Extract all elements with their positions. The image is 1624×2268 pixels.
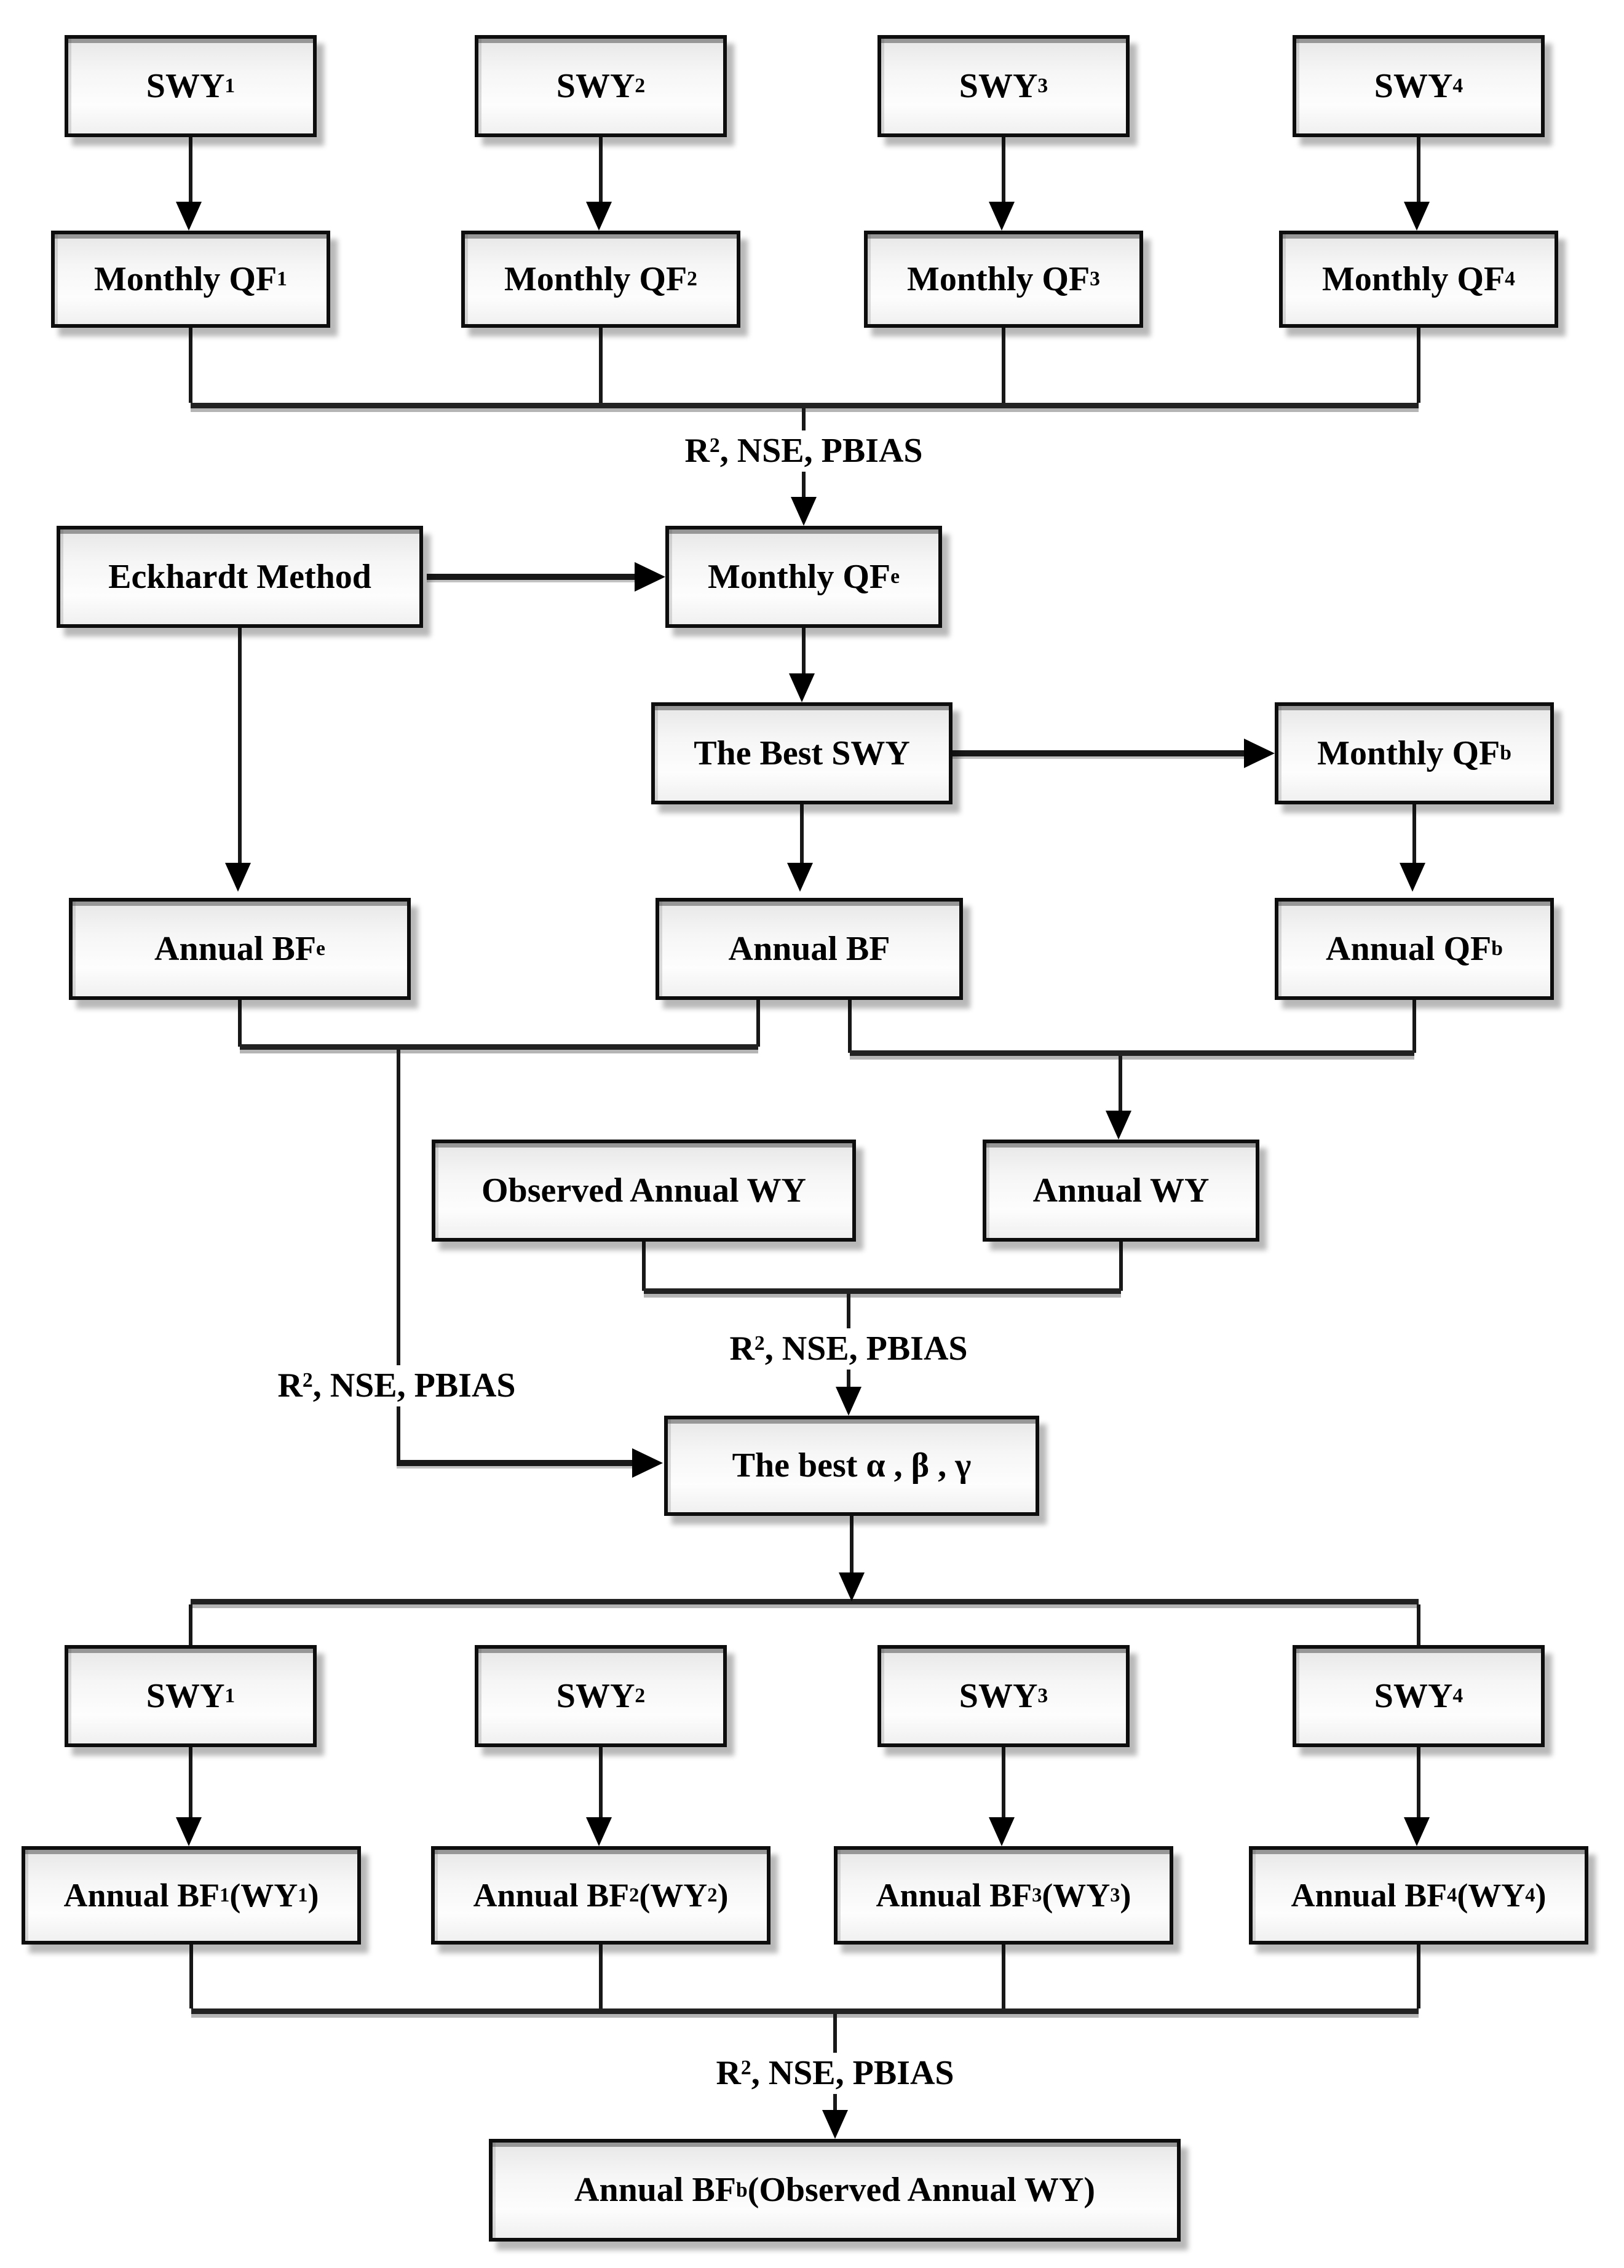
arrowhead-rightbar-annualwy <box>1106 1111 1131 1140</box>
arrowhead-leftbar-bestabg <box>632 1448 663 1478</box>
arrowhead-qfe-bestswy <box>789 673 815 702</box>
arrowhead-bestswy-qfb <box>1244 739 1275 768</box>
connector-swy2b-bf2-line <box>599 1747 603 1818</box>
riser-bf3-bar3 <box>1002 1945 1005 2008</box>
arrowhead-swy2-qf2 <box>586 202 612 231</box>
merge-bar-annual-bf <box>191 2008 1419 2014</box>
connector-eckhardt-bfe-line <box>238 628 242 863</box>
riser-bf2-bar3 <box>599 1945 603 2008</box>
arrowhead-swy4b-bf4 <box>1404 1817 1430 1846</box>
connector-leftbar-bestabg-vline <box>397 1050 400 1465</box>
metrics-label-bottom: R2, NSE, PBIAS <box>708 2053 962 2095</box>
node-observed-annual-wy: Observed Annual WY <box>432 1140 856 1242</box>
arrowhead-bar3-bfb <box>822 2110 848 2139</box>
connector-swy1-qf1-line <box>189 137 192 203</box>
tap-bf-rightbar <box>848 1000 852 1053</box>
arrowhead-swy1-qf1 <box>176 202 202 231</box>
arrowhead-bar1-qfe <box>791 497 817 526</box>
riser-qf4-bar1 <box>1417 328 1420 403</box>
metrics-label-middle: R2, NSE, PBIAS <box>722 1328 975 1370</box>
riser-qf2-bar1 <box>599 328 603 403</box>
arrowhead-eckhardt-qfe <box>635 562 665 592</box>
node-annual-bf: Annual BF <box>656 898 963 1000</box>
connector-swy2-qf2-line <box>599 137 603 203</box>
tap-observed-bar4 <box>642 1242 646 1291</box>
connector-swy1b-bf1-line <box>189 1747 192 1818</box>
connector-bestabg-bar2-line <box>850 1516 854 1574</box>
node-annual-wy: Annual WY <box>983 1140 1259 1242</box>
arrowhead-swy2b-bf2 <box>586 1817 612 1846</box>
tap-bfe-leftbar <box>238 1000 242 1047</box>
connector-bestswy-bf-line <box>800 804 804 863</box>
arrowhead-eckhardt-bfe <box>225 863 251 892</box>
drop-bar2-swy1 <box>189 1604 192 1645</box>
node-best-swy: The Best SWY <box>651 702 953 804</box>
connector-swy3-qf3-line <box>1002 137 1005 203</box>
merge-bar-wy <box>644 1288 1121 1294</box>
tap-annualwy-bar4 <box>1119 1242 1123 1291</box>
arrowhead-swy1b-bf1 <box>176 1817 202 1846</box>
tap-bf-leftbar <box>756 1000 760 1047</box>
arrowhead-bestswy-bf <box>787 863 813 892</box>
connector-swy4-qf4-line <box>1417 137 1420 203</box>
merge-bar-right <box>850 1050 1414 1056</box>
distribution-bar-swy <box>191 1599 1419 1604</box>
connector-bestswy-qfb-line <box>953 750 1245 756</box>
arrowhead-qfb-annualqfb <box>1400 863 1425 892</box>
connector-qfb-annualqfb-line <box>1412 804 1416 863</box>
arrowhead-swy3-qf3 <box>989 202 1015 231</box>
arrowhead-bar4-bestabg <box>836 1387 862 1416</box>
riser-qf1-bar1 <box>189 328 192 403</box>
riser-bf1-bar3 <box>189 1945 193 2008</box>
riser-bf4-bar3 <box>1417 1945 1420 2008</box>
metrics-label-left: R2, NSE, PBIAS <box>270 1365 523 1407</box>
connector-rightbar-annualwy-line <box>1119 1056 1122 1111</box>
metrics-label-top: R2, NSE, PBIAS <box>677 430 930 472</box>
connector-leftbar-bestabg-hline <box>397 1460 633 1466</box>
connector-swy3b-bf3-line <box>1002 1747 1005 1818</box>
riser-qf3-bar1 <box>1002 328 1005 403</box>
merge-bar-monthly-qf <box>191 403 1419 408</box>
arrowhead-swy3b-bf3 <box>989 1817 1015 1846</box>
connector-qfe-bestswy-line <box>802 628 806 675</box>
drop-bar2-swy4 <box>1417 1604 1420 1645</box>
node-best-alpha-beta-gamma: The best α , β , γ <box>664 1416 1039 1516</box>
tap-annualqfb-rightbar <box>1412 1000 1416 1053</box>
connector-swy4b-bf4-line <box>1417 1747 1420 1818</box>
arrowhead-swy4-qf4 <box>1404 202 1430 231</box>
connector-eckhardt-qfe-line <box>427 574 636 580</box>
node-eckhardt-method: Eckhardt Method <box>57 526 423 628</box>
arrowhead-bestabg-bar2 <box>839 1572 865 1601</box>
merge-bar-left <box>240 1044 758 1050</box>
